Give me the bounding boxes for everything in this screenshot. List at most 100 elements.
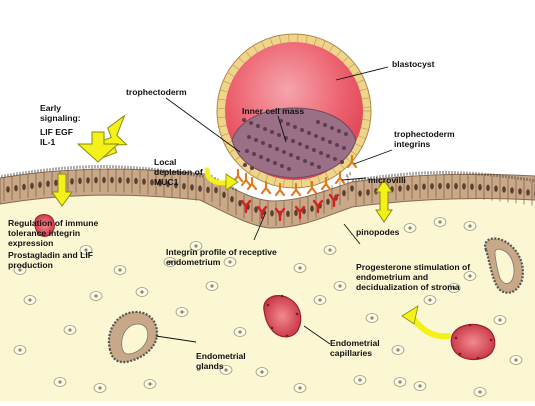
inner-cell-mass-nucleus — [291, 139, 295, 143]
inner-cell-mass-nucleus — [337, 129, 341, 133]
inner-cell-mass-nucleus — [310, 162, 314, 166]
stromal-cell-nucleus — [58, 380, 61, 383]
epithelial-cell-nucleus — [454, 183, 458, 189]
inner-cell-mass-nucleus — [319, 151, 323, 155]
inner-cell-mass-nucleus — [250, 166, 254, 170]
inner-cell-mass-nucleus — [282, 150, 286, 154]
epithelial-cell-nucleus — [494, 185, 498, 191]
label-endometrial-capillaries: Endometrial capillaries — [330, 338, 380, 358]
epithelial-cell-nucleus — [118, 177, 122, 183]
inner-cell-mass-nucleus — [340, 160, 344, 164]
inner-cell-mass-nucleus — [259, 155, 263, 159]
epithelial-cell-nucleus — [6, 186, 10, 192]
regulation-line1: Regulation of immune — [8, 218, 98, 228]
stromal-cell-nucleus — [210, 284, 213, 287]
inner-cell-mass-nucleus — [249, 121, 253, 125]
stromal-cell-nucleus — [396, 348, 399, 351]
label-trophectoderm: trophectoderm — [126, 87, 187, 97]
epithelial-cell-nucleus — [462, 183, 466, 189]
regulation-line4: Prostagladin and LIF — [8, 250, 98, 260]
regulation-line3: expression — [8, 238, 98, 248]
label-microvilli: microvilli — [368, 175, 406, 185]
epithelial-cell-nucleus — [270, 210, 274, 216]
epithelial-cell-nucleus — [86, 177, 90, 183]
label-blastocyst: blastocyst — [392, 59, 435, 69]
inner-cell-mass-nucleus — [293, 125, 297, 129]
inner-cell-mass-nucleus — [296, 156, 300, 160]
inner-cell-mass-nucleus — [328, 140, 332, 144]
local-depletion-line3: MUC1 — [154, 177, 203, 187]
inner-cell-mass-nucleus — [335, 143, 339, 147]
inner-cell-mass-nucleus — [312, 148, 316, 152]
stromal-cell-nucleus — [338, 284, 341, 287]
stromal-cell-nucleus — [328, 248, 331, 251]
integrin-profile-line2: endometrium — [166, 257, 277, 267]
inner-cell-mass-nucleus — [245, 149, 249, 153]
epithelial-cell-nucleus — [342, 190, 346, 196]
inner-cell-mass-nucleus — [261, 141, 265, 145]
epithelial-cell-nucleus — [470, 183, 474, 189]
glands-line1: Endometrial — [196, 351, 246, 361]
troph-integrins-line1: trophectoderm — [394, 129, 455, 139]
stromal-cell-nucleus — [468, 224, 471, 227]
stromal-cell-nucleus — [498, 318, 501, 321]
epithelial-cell-nucleus — [446, 183, 450, 189]
inner-cell-mass-nucleus — [317, 165, 321, 169]
inner-cell-mass-nucleus — [286, 122, 290, 126]
inner-cell-mass-nucleus — [323, 123, 327, 127]
epithelial-cell-nucleus — [398, 185, 402, 191]
epithelial-cell-nucleus — [350, 185, 354, 191]
inner-cell-mass-nucleus — [289, 153, 293, 157]
inner-cell-mass-nucleus — [314, 134, 318, 138]
epithelial-cell-nucleus — [38, 182, 42, 188]
inner-cell-mass-nucleus — [298, 142, 302, 146]
inner-cell-mass-nucleus — [305, 145, 309, 149]
early-signaling-line4: IL-1 — [40, 137, 81, 147]
stromal-cell-nucleus — [514, 358, 517, 361]
epithelial-cell-nucleus — [214, 187, 218, 193]
epithelial-cell-nucleus — [142, 178, 146, 184]
integrin-marker — [242, 174, 250, 185]
inner-cell-mass-nucleus — [303, 159, 307, 163]
stromal-cell-nucleus — [180, 310, 183, 313]
epithelial-cell-nucleus — [502, 186, 506, 192]
inner-cell-mass-nucleus — [247, 135, 251, 139]
inner-cell-mass-nucleus — [330, 126, 334, 130]
capillaries-line2: capillaries — [330, 348, 380, 358]
epithelial-cell-nucleus — [518, 188, 522, 194]
stromal-cell-nucleus — [318, 298, 321, 301]
stromal-cell-nucleus — [298, 386, 301, 389]
capillaries-line1: Endometrial — [330, 338, 380, 348]
endometrial-capillary-right — [451, 324, 494, 360]
epithelial-cell-nucleus — [70, 178, 74, 184]
early-signaling-arrows — [78, 116, 135, 162]
inner-cell-mass-nucleus — [254, 138, 258, 142]
stromal-cell-nucleus — [18, 348, 21, 351]
inner-cell-mass-nucleus — [252, 152, 256, 156]
inner-cell-mass-nucleus — [268, 144, 272, 148]
epithelial-cell-nucleus — [94, 177, 98, 183]
epithelial-cell-nucleus — [478, 184, 482, 190]
inner-cell-mass-nucleus — [242, 118, 246, 122]
inner-cell-mass-nucleus — [342, 146, 346, 150]
troph-integrins-line2: integrins — [394, 139, 455, 149]
inner-cell-mass-nucleus — [243, 163, 247, 167]
progesterone-line3: decidualization of stroma — [356, 282, 470, 292]
label-endometrial-glands: Endometrial glands — [196, 351, 246, 371]
epithelial-cell-nucleus — [326, 199, 330, 205]
epithelial-cell-nucleus — [294, 210, 298, 216]
stromal-cell-nucleus — [28, 298, 31, 301]
stromal-cell-nucleus — [98, 386, 101, 389]
label-inner-cell-mass: Inner cell mass — [242, 106, 304, 116]
stromal-cell-nucleus — [418, 384, 421, 387]
stromal-cell-nucleus — [118, 268, 121, 271]
epithelial-cell-nucleus — [46, 181, 50, 187]
label-local-depletion: Local depletion of MUC1 — [154, 157, 203, 187]
inner-cell-mass-nucleus — [333, 157, 337, 161]
epithelial-cell-nucleus — [510, 187, 514, 193]
stromal-cell-nucleus — [94, 294, 97, 297]
stromal-cell-nucleus — [370, 316, 373, 319]
label-trophectoderm-integrins: trophectoderm integrins — [394, 129, 455, 149]
